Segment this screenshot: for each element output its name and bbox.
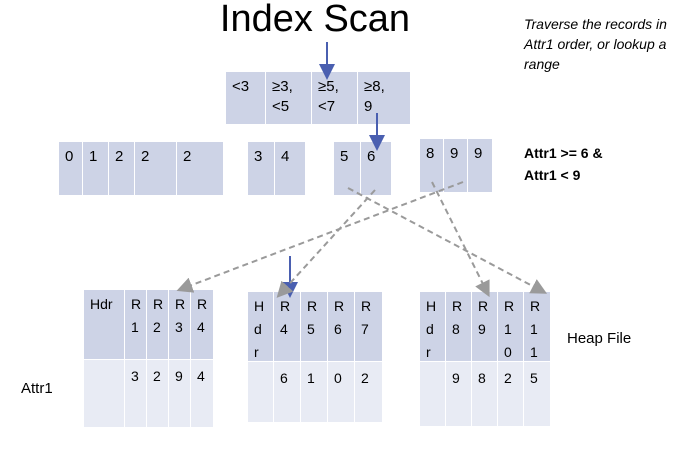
record-id: R 9 — [478, 298, 489, 337]
pointer-arrow-8 — [431, 181, 490, 298]
record-attr1-value: 2 — [504, 370, 512, 386]
record-attr1-value: 0 — [334, 370, 342, 386]
heap-record-column: R 9 8 — [472, 292, 498, 426]
leaf-key: 2 — [115, 148, 124, 165]
traversal-note: Traverse the records in Attr1 order, or … — [524, 16, 667, 72]
leaf-key: 9 — [474, 145, 483, 162]
root-key: <3 — [232, 78, 250, 95]
leaf-key: 9 — [450, 145, 459, 162]
leaf-key-cell: 8 — [420, 139, 444, 192]
record-id: R 3 — [175, 296, 186, 335]
leaf-key-cell: 0 — [59, 142, 83, 195]
leaf-page-2: 3 4 — [248, 142, 305, 195]
leaf-key: 2 — [141, 148, 150, 165]
leaf-key-cell: 1 — [83, 142, 109, 195]
record-id: R 1 1 — [530, 298, 541, 360]
leaf-key: 2 — [183, 148, 192, 165]
index-root-node: <3 ≥3, <5 ≥5, <7 ≥8, 9 — [226, 72, 410, 124]
root-key-cell: <3 — [226, 72, 266, 124]
heap-record-column: R 5 1 — [301, 292, 328, 422]
leaf-key: 3 — [254, 148, 263, 165]
record-id: R 2 — [153, 296, 164, 335]
record-attr1-value: 9 — [175, 368, 183, 384]
heap-record-column: R 1 3 — [125, 290, 147, 427]
heap-header-label: H d r — [426, 298, 437, 360]
root-key: ≥3, <5 — [272, 78, 293, 115]
record-attr1-value: 2 — [361, 370, 369, 386]
leaf-key-cell: 2 — [109, 142, 135, 195]
pointer-arrow-5 — [347, 187, 548, 294]
leaf-key: 0 — [65, 148, 74, 165]
leaf-key-cell: 2 — [177, 142, 223, 195]
heap-record-column: R 3 9 — [169, 290, 191, 427]
leaf-key-cell: 9 — [468, 139, 492, 192]
record-attr1-value: 4 — [197, 368, 205, 384]
heap-record-column: R 1 1 5 — [524, 292, 550, 426]
record-attr1-value: 5 — [530, 370, 538, 386]
record-attr1-value: 9 — [452, 370, 460, 386]
heap-header-column: Hdr — [84, 290, 125, 427]
leaf-page-4: 8 9 9 — [420, 139, 492, 192]
leaf-page-1: 0 1 2 2 2 — [59, 142, 223, 195]
heap-page-3: H d r R 8 9 R 9 8 R 1 0 2 R 1 1 5 — [420, 292, 550, 426]
leaf-key-cell: 3 — [248, 142, 275, 195]
record-id: R 4 — [280, 298, 291, 337]
leaf-key-cell: 5 — [334, 142, 361, 195]
record-id: R 7 — [361, 298, 372, 337]
range-condition: Attr1 >= 6 & Attr1 < 9 — [524, 142, 664, 186]
record-attr1-value: 2 — [153, 368, 161, 384]
pointer-arrow-6 — [276, 189, 376, 298]
heap-header-column: H d r — [248, 292, 274, 422]
leaf-page-3: 5 6 — [334, 142, 391, 195]
diagram-title: Index Scan — [219, 0, 411, 40]
record-attr1-value: 8 — [478, 370, 486, 386]
heap-page-2: H d r R 4 6 R 5 1 R 6 0 R 7 2 — [248, 292, 382, 422]
root-key: ≥8, 9 — [364, 78, 385, 115]
record-id: R 8 — [452, 298, 463, 337]
record-id: R 6 — [334, 298, 345, 337]
record-attr1-value: 3 — [131, 368, 139, 384]
root-key-cell: ≥8, 9 — [358, 72, 410, 124]
leaf-key-cell: 2 — [135, 142, 177, 195]
record-attr1-value: 6 — [280, 370, 288, 386]
record-attr1-value: 1 — [307, 370, 315, 386]
range-condition-text: Attr1 >= 6 & Attr1 < 9 — [524, 145, 603, 183]
heap-header-label: Hdr — [90, 296, 113, 312]
record-id: R 1 — [131, 296, 142, 335]
leaf-key: 1 — [89, 148, 98, 165]
leaf-key: 8 — [426, 145, 435, 162]
heap-record-column: R 1 0 2 — [498, 292, 524, 426]
root-key: ≥5, <7 — [318, 78, 339, 115]
record-id: R 1 0 — [504, 298, 515, 360]
pointer-arrow-9 — [176, 181, 464, 293]
leaf-key-cell: 6 — [361, 142, 391, 195]
heap-record-column: R 2 2 — [147, 290, 169, 427]
heap-header-label: H d r — [254, 298, 265, 360]
heap-record-column: R 6 0 — [328, 292, 355, 422]
heap-record-column: R 4 6 — [274, 292, 301, 422]
leaf-key: 4 — [281, 148, 290, 165]
heap-record-column: R 8 9 — [446, 292, 472, 426]
attr1-row-label: Attr1 — [21, 380, 53, 397]
root-key-cell: ≥5, <7 — [312, 72, 358, 124]
leaf-key-cell: 4 — [275, 142, 305, 195]
heap-page-1: Hdr R 1 3 R 2 2 R 3 9 R 4 4 — [84, 290, 213, 427]
leaf-key: 6 — [367, 148, 376, 165]
heap-record-column: R 7 2 — [355, 292, 382, 422]
root-key-cell: ≥3, <5 — [266, 72, 312, 124]
leaf-key-cell: 9 — [444, 139, 468, 192]
leaf-key: 5 — [340, 148, 349, 165]
heap-file-label: Heap File — [567, 330, 632, 347]
record-id: R 4 — [197, 296, 208, 335]
heap-record-column: R 4 4 — [191, 290, 213, 427]
record-id: R 5 — [307, 298, 318, 337]
heap-header-column: H d r — [420, 292, 446, 426]
